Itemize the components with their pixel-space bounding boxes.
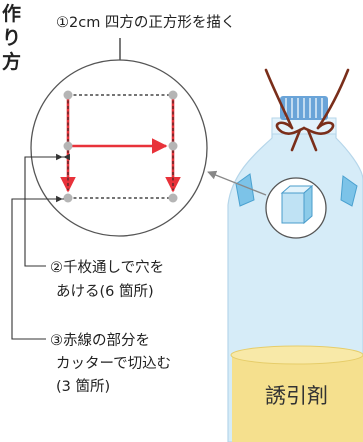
header-char-2: り (2, 27, 21, 49)
punch-hole-icon (63, 141, 73, 151)
window-flap-icon (235, 173, 255, 207)
punch-hole-icon (63, 90, 73, 100)
lure-label: 誘引剤 (265, 384, 328, 408)
punch-hole-icon (168, 193, 178, 203)
magnified-view-circle (30, 59, 208, 237)
cut-window-box (281, 192, 305, 224)
punch-hole-icon (63, 193, 73, 203)
zoom-pointer-arrow (207, 170, 267, 196)
step1-label: ①2cm 四方の正方形を描く (56, 14, 235, 31)
window-flap-icon (340, 175, 358, 207)
header-char-1: 作 (2, 2, 21, 25)
step3-label-line1: ③赤線の部分を (50, 332, 150, 349)
step2-label-line1: ②千枚通しで穴を (50, 259, 164, 276)
step2-label-line2: あける(6 箇所) (56, 283, 154, 300)
tie-string-icon (264, 68, 350, 152)
header-char-3: 方 (2, 50, 21, 73)
step3-label-line3: (3 箇所) (56, 378, 110, 395)
lure-liquid (232, 355, 363, 442)
plastic-bottle: 誘引剤 (227, 68, 363, 442)
step3-label-line2: カッターで切込む (56, 355, 171, 372)
punch-hole-icon (168, 90, 178, 100)
punch-hole-icon (168, 141, 178, 151)
lure-surface (230, 345, 363, 365)
